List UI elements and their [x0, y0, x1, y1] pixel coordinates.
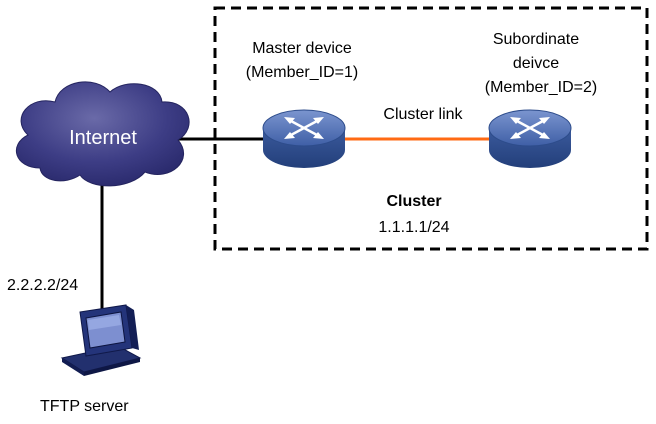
subordinate-device-label: Subordinate	[492, 31, 580, 48]
cluster-title: Cluster	[386, 193, 442, 210]
cluster-ip-label: 1.1.1.1/24	[378, 219, 450, 236]
tftp-server-ip-label: 2.2.2.2/24	[7, 277, 79, 294]
tftp-server-label: TFTP server	[40, 398, 129, 415]
subordinate-switch-icon	[488, 109, 572, 168]
master-switch-icon	[262, 109, 346, 168]
internet-cloud	[16, 81, 190, 187]
subordinate-member-id-label: (Member_ID=2)	[484, 79, 598, 96]
subordinate-device-label-2: deivce	[512, 55, 560, 72]
master-member-id-label: (Member_ID=1)	[245, 64, 359, 81]
cluster-boundary	[213, 6, 649, 251]
internet-label: Internet	[69, 127, 137, 149]
cluster-link-label: Cluster link	[383, 106, 463, 123]
tftp-server-pc-icon	[60, 304, 142, 376]
master-device-label: Master device	[252, 40, 352, 57]
